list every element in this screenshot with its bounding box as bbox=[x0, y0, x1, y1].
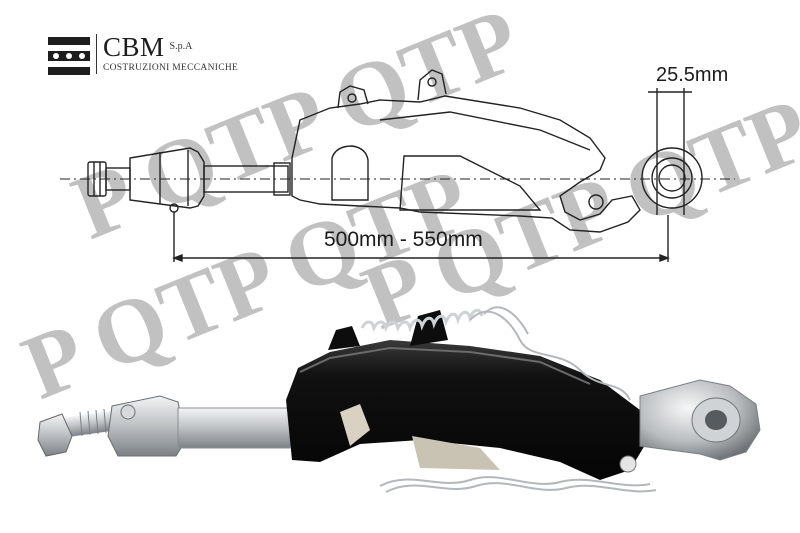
logo-title: CBM bbox=[103, 32, 165, 62]
ear-left bbox=[328, 326, 360, 350]
drawing-tube bbox=[203, 165, 289, 193]
hitch-body bbox=[286, 340, 648, 480]
drawing-clevis bbox=[129, 147, 205, 209]
drawing-body bbox=[291, 95, 641, 233]
length-range-label: 500mm - 550mm bbox=[324, 228, 483, 251]
spring bbox=[360, 308, 484, 333]
eye-diameter-label: 25.5mm bbox=[656, 64, 729, 86]
logo-divider bbox=[96, 34, 97, 74]
clevis bbox=[107, 395, 187, 457]
cbm-logo: CBM S.p.A COSTRUZIONI MECCANICHE bbox=[48, 34, 238, 78]
drawing-hook-1 bbox=[337, 85, 369, 109]
top-chain bbox=[469, 306, 631, 401]
logo-suffix: S.p.A bbox=[169, 41, 193, 52]
tube bbox=[177, 407, 291, 449]
logo-mark-icon bbox=[48, 37, 90, 75]
nut bbox=[37, 413, 73, 457]
drawing-hook-2 bbox=[417, 69, 447, 101]
drawing-eye bbox=[641, 147, 703, 209]
logo-subtitle: COSTRUZIONI MECCANICHE bbox=[103, 63, 239, 73]
logo-text: CBM S.p.A COSTRUZIONI MECCANICHE bbox=[103, 34, 238, 74]
bottom-chain bbox=[379, 476, 657, 493]
